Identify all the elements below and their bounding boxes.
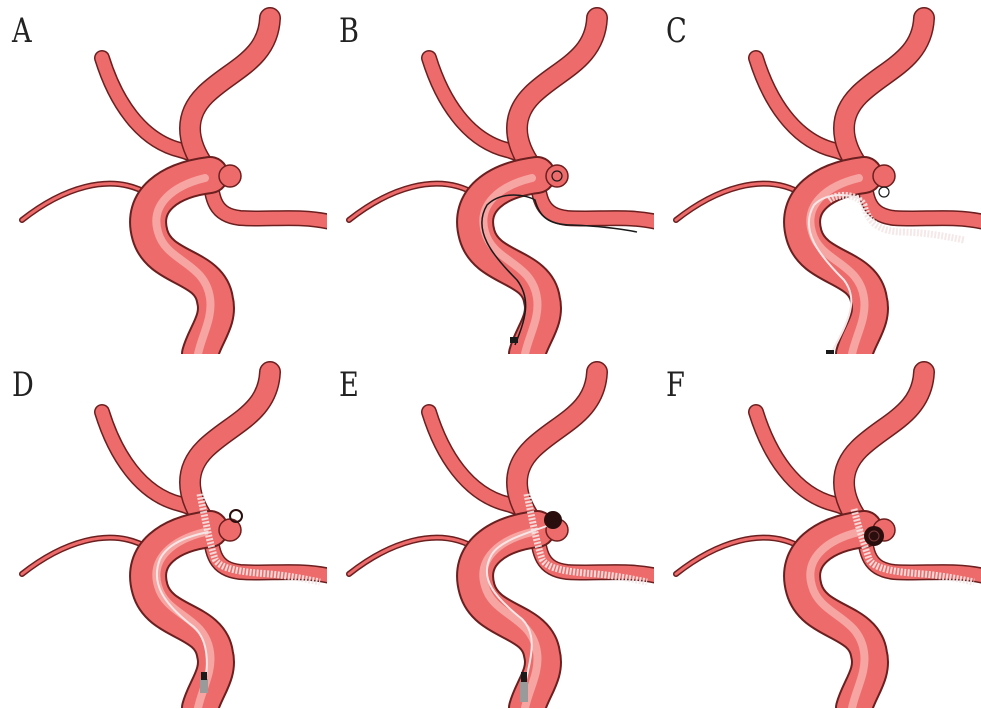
vessel-diagram-a: [0, 0, 327, 354]
panel-label-e: E: [339, 368, 359, 402]
catheter-tip: [200, 679, 208, 693]
panel-label-c: C: [666, 14, 687, 48]
coil-complete: [864, 526, 884, 546]
panel-f: F: [654, 354, 981, 708]
panel-b: B: [327, 0, 654, 354]
panel-c: C: [654, 0, 981, 354]
panel-label-f: F: [666, 368, 685, 402]
panel-label-d: D: [12, 368, 34, 402]
vessel-diagram-c: [654, 0, 981, 354]
panel-d: D: [0, 354, 327, 708]
aneurysm-loop: [879, 187, 889, 197]
vessel-diagram-e: [327, 354, 654, 708]
panel-a: A: [0, 0, 327, 354]
panel-label-a: A: [12, 14, 32, 48]
vessel-diagram-b: [327, 0, 654, 354]
vessel-diagram-d: [0, 354, 327, 708]
panel-e: E: [327, 354, 654, 708]
catheter-tip: [520, 682, 528, 702]
panel-label-b: B: [339, 14, 359, 48]
coil-dense: [544, 511, 562, 529]
vessel-diagram-f: [654, 354, 981, 708]
catheter-tip: [510, 337, 518, 343]
